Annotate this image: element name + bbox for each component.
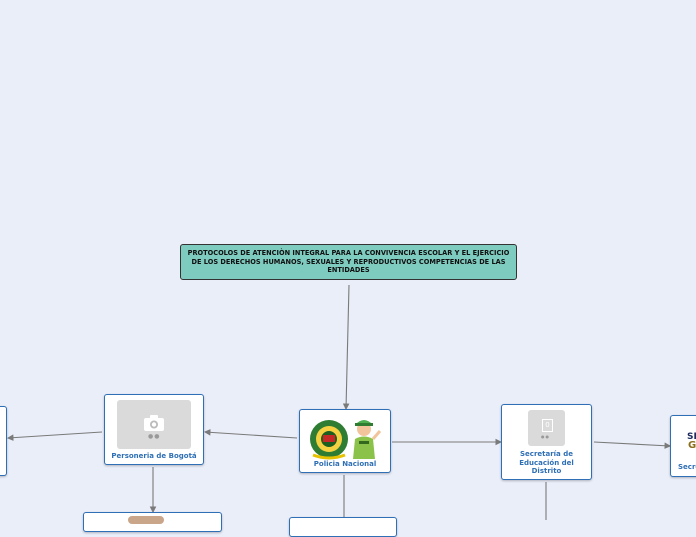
connector-root-policia xyxy=(342,284,350,411)
placeholder-digit: 0 xyxy=(542,419,553,432)
carousel-dots: ●● xyxy=(541,434,550,439)
node-secretaria-educacion[interactable]: 0 ●● Secretaría de Educación del Distrit… xyxy=(501,404,592,480)
connector-secretaria-right xyxy=(593,441,672,450)
image-placeholder-icon: 0 ●● xyxy=(528,410,565,446)
mind-map-canvas: PROTOCOLOS DE ATENCIÒN INTEGRAL PARA LA … xyxy=(0,244,696,537)
node-bottom-left-partial[interactable] xyxy=(83,512,222,532)
connector-policia-personeria xyxy=(203,429,298,439)
police-officer-icon xyxy=(353,420,382,459)
logo-text-2: G xyxy=(688,440,696,451)
carousel-dots: ●● xyxy=(148,433,161,440)
node-right-label: Secre xyxy=(678,463,696,471)
node-right-partial[interactable]: SE G Secre xyxy=(670,415,696,477)
node-policia-nacional[interactable]: Policia Nacional xyxy=(299,409,391,473)
root-topic[interactable]: PROTOCOLOS DE ATENCIÒN INTEGRAL PARA LA … xyxy=(180,244,517,280)
connector-personeria-left xyxy=(6,431,103,441)
photo-thumbnail xyxy=(128,516,164,524)
node-secretaria-label: Secretaría de Educación del Distrito xyxy=(519,450,574,475)
police-badge-icon xyxy=(310,420,382,460)
node-personeria-label: Personeria de Bogotá xyxy=(111,452,197,460)
node-bottom-center-partial[interactable] xyxy=(289,517,397,537)
node-policia-label: Policia Nacional xyxy=(313,460,377,468)
camera-icon xyxy=(144,415,164,431)
connectors xyxy=(6,284,672,520)
logo-text: SE xyxy=(687,432,696,442)
image-placeholder: ●● xyxy=(117,400,191,449)
node-left-partial[interactable] xyxy=(0,406,7,476)
node-personeria-bogota[interactable]: ●● Personeria de Bogotá xyxy=(104,394,204,465)
